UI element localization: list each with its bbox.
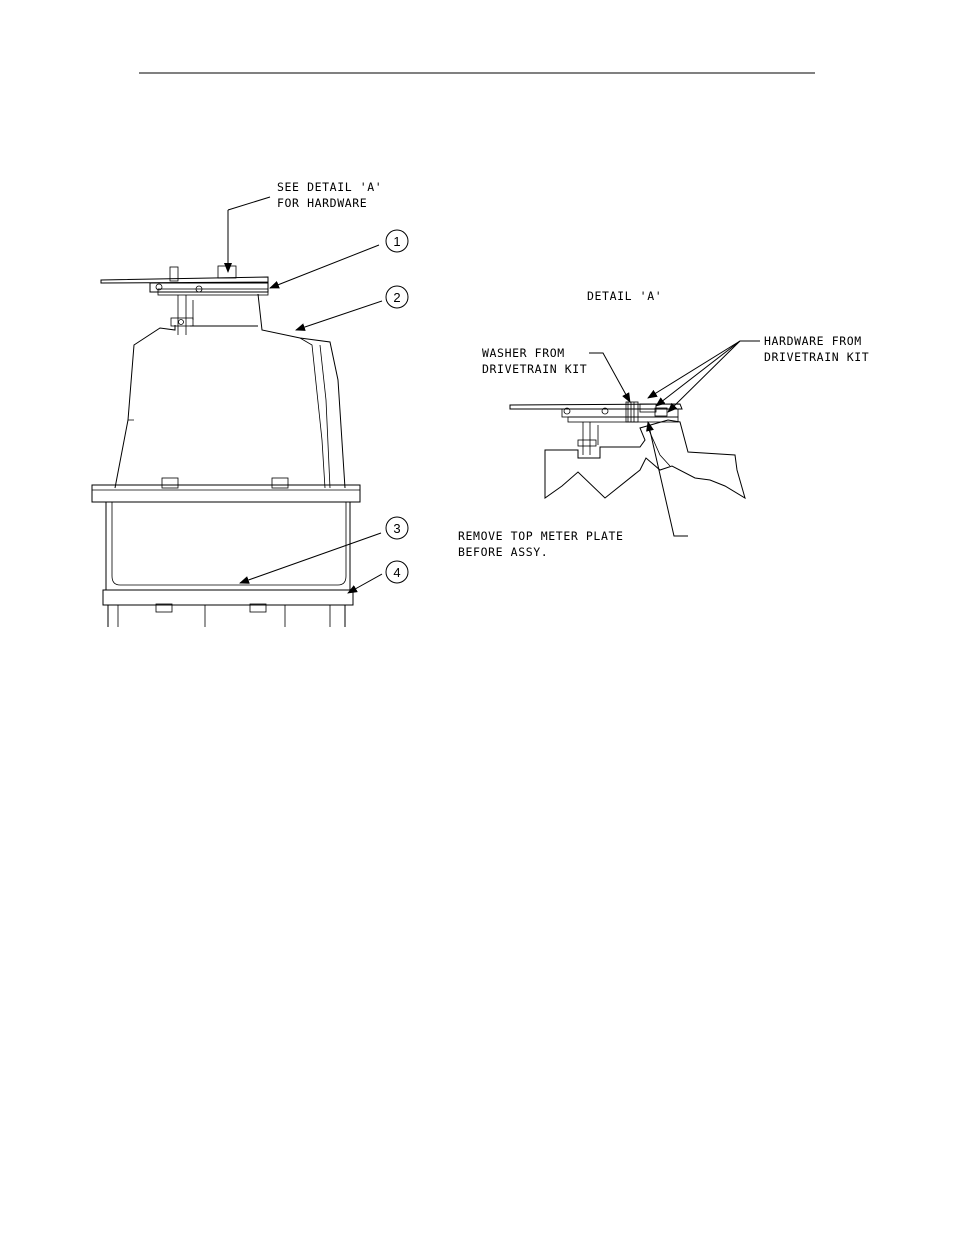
- leader-1: [269, 244, 380, 289]
- svg-text:4: 4: [393, 565, 400, 580]
- see-detail-leader: [227, 196, 271, 211]
- see-detail-label: SEE DETAIL 'A': [277, 180, 382, 194]
- balloon-4: 4: [385, 560, 409, 584]
- balloon-2: 2: [385, 285, 409, 309]
- leader-2: [295, 300, 383, 331]
- hardware-leader-a: [647, 340, 741, 399]
- svg-text:1: 1: [393, 234, 400, 249]
- remove-plate-leader: [646, 421, 688, 537]
- balloon-3: 3: [385, 516, 409, 540]
- hardware-leader-b: [655, 340, 741, 407]
- leader-4: [347, 573, 383, 594]
- washer-label-line2: DRIVETRAIN KIT: [482, 362, 587, 376]
- remove-label-line1: REMOVE TOP METER PLATE: [458, 529, 624, 543]
- for-hardware-label: FOR HARDWARE: [277, 196, 367, 210]
- meter-assembly-view: [91, 265, 361, 627]
- hardware-label-line2: DRIVETRAIN KIT: [764, 350, 869, 364]
- hardware-label-line1: HARDWARE FROM: [764, 334, 862, 348]
- detail-a-view: [509, 401, 746, 500]
- svg-text:3: 3: [393, 521, 400, 536]
- washer-label-line1: WASHER FROM: [482, 346, 565, 360]
- leader-3: [239, 532, 382, 584]
- detail-title: DETAIL 'A': [587, 289, 662, 303]
- remove-label-line2: BEFORE ASSY.: [458, 545, 548, 559]
- washer-leader: [589, 352, 631, 403]
- hardware-leader-c: [667, 340, 741, 413]
- balloon-1: 1: [385, 229, 409, 253]
- svg-text:2: 2: [393, 290, 400, 305]
